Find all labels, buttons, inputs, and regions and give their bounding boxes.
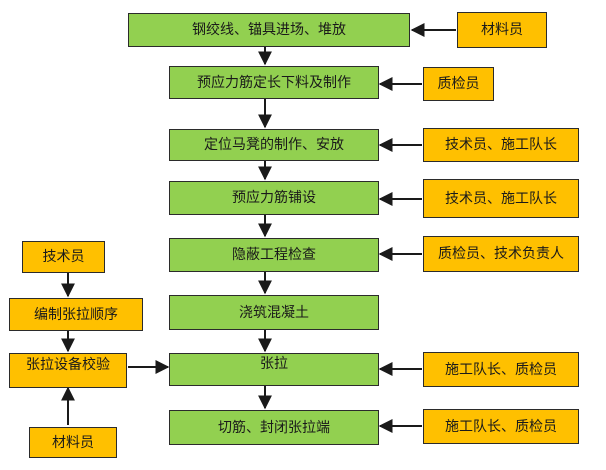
left-label-technician: 技术员: [42, 249, 85, 265]
left-box-material-clerk: 材料员: [29, 427, 117, 458]
step-box-1: 钢绞线、锚具进场、堆放: [128, 13, 410, 47]
left-label-material-clerk: 材料员: [52, 434, 94, 451]
role-box-3: 技术员、施工队长: [423, 128, 579, 162]
step-label-7: 张拉: [260, 356, 288, 372]
role-label-1: 材料员: [481, 22, 523, 38]
step-label-6: 浇筑混凝土: [239, 304, 309, 321]
role-label-2: 质检员: [437, 76, 480, 92]
step-box-7: 张拉: [169, 353, 379, 386]
step-label-2: 预应力筋定长下料及制作: [197, 74, 351, 91]
role-box-4: 技术员、施工队长: [423, 179, 579, 218]
step-label-5: 隐蔽工程检查: [232, 247, 316, 263]
left-box-technician: 技术员: [22, 241, 105, 273]
step-label-4: 预应力筋铺设: [232, 190, 316, 206]
left-box-equipment-calibration: 张拉设备校验: [9, 353, 127, 388]
role-label-6: 施工队长、质检员: [445, 361, 557, 378]
role-box-1: 材料员: [457, 12, 547, 48]
role-box-2: 质检员: [423, 67, 494, 101]
left-box-tension-sequence: 编制张拉顺序: [9, 298, 143, 331]
step-label-8: 切筋、封闭张拉端: [218, 419, 330, 436]
step-box-8: 切筋、封闭张拉端: [169, 410, 379, 445]
left-label-tension-sequence: 编制张拉顺序: [34, 306, 118, 323]
role-label-5: 质检员、技术负责人: [438, 246, 564, 262]
step-label-3: 定位马凳的制作、安放: [204, 137, 344, 153]
role-label-4: 技术员、施工队长: [445, 190, 557, 207]
step-box-3: 定位马凳的制作、安放: [169, 129, 379, 161]
role-box-6: 施工队长、质检员: [423, 352, 579, 387]
step-box-5: 隐蔽工程检查: [169, 238, 379, 272]
role-box-7: 施工队长、质检员: [423, 409, 579, 444]
role-label-3: 技术员、施工队长: [445, 137, 557, 153]
role-label-7: 施工队长、质检员: [445, 418, 557, 435]
step-box-4: 预应力筋铺设: [169, 181, 379, 215]
step-box-2: 预应力筋定长下料及制作: [169, 66, 379, 99]
step-label-1: 钢绞线、锚具进场、堆放: [192, 22, 346, 38]
role-box-5: 质检员、技术负责人: [423, 236, 579, 272]
left-label-equipment-calibration: 张拉设备校验: [26, 357, 110, 373]
step-box-6: 浇筑混凝土: [169, 295, 379, 330]
